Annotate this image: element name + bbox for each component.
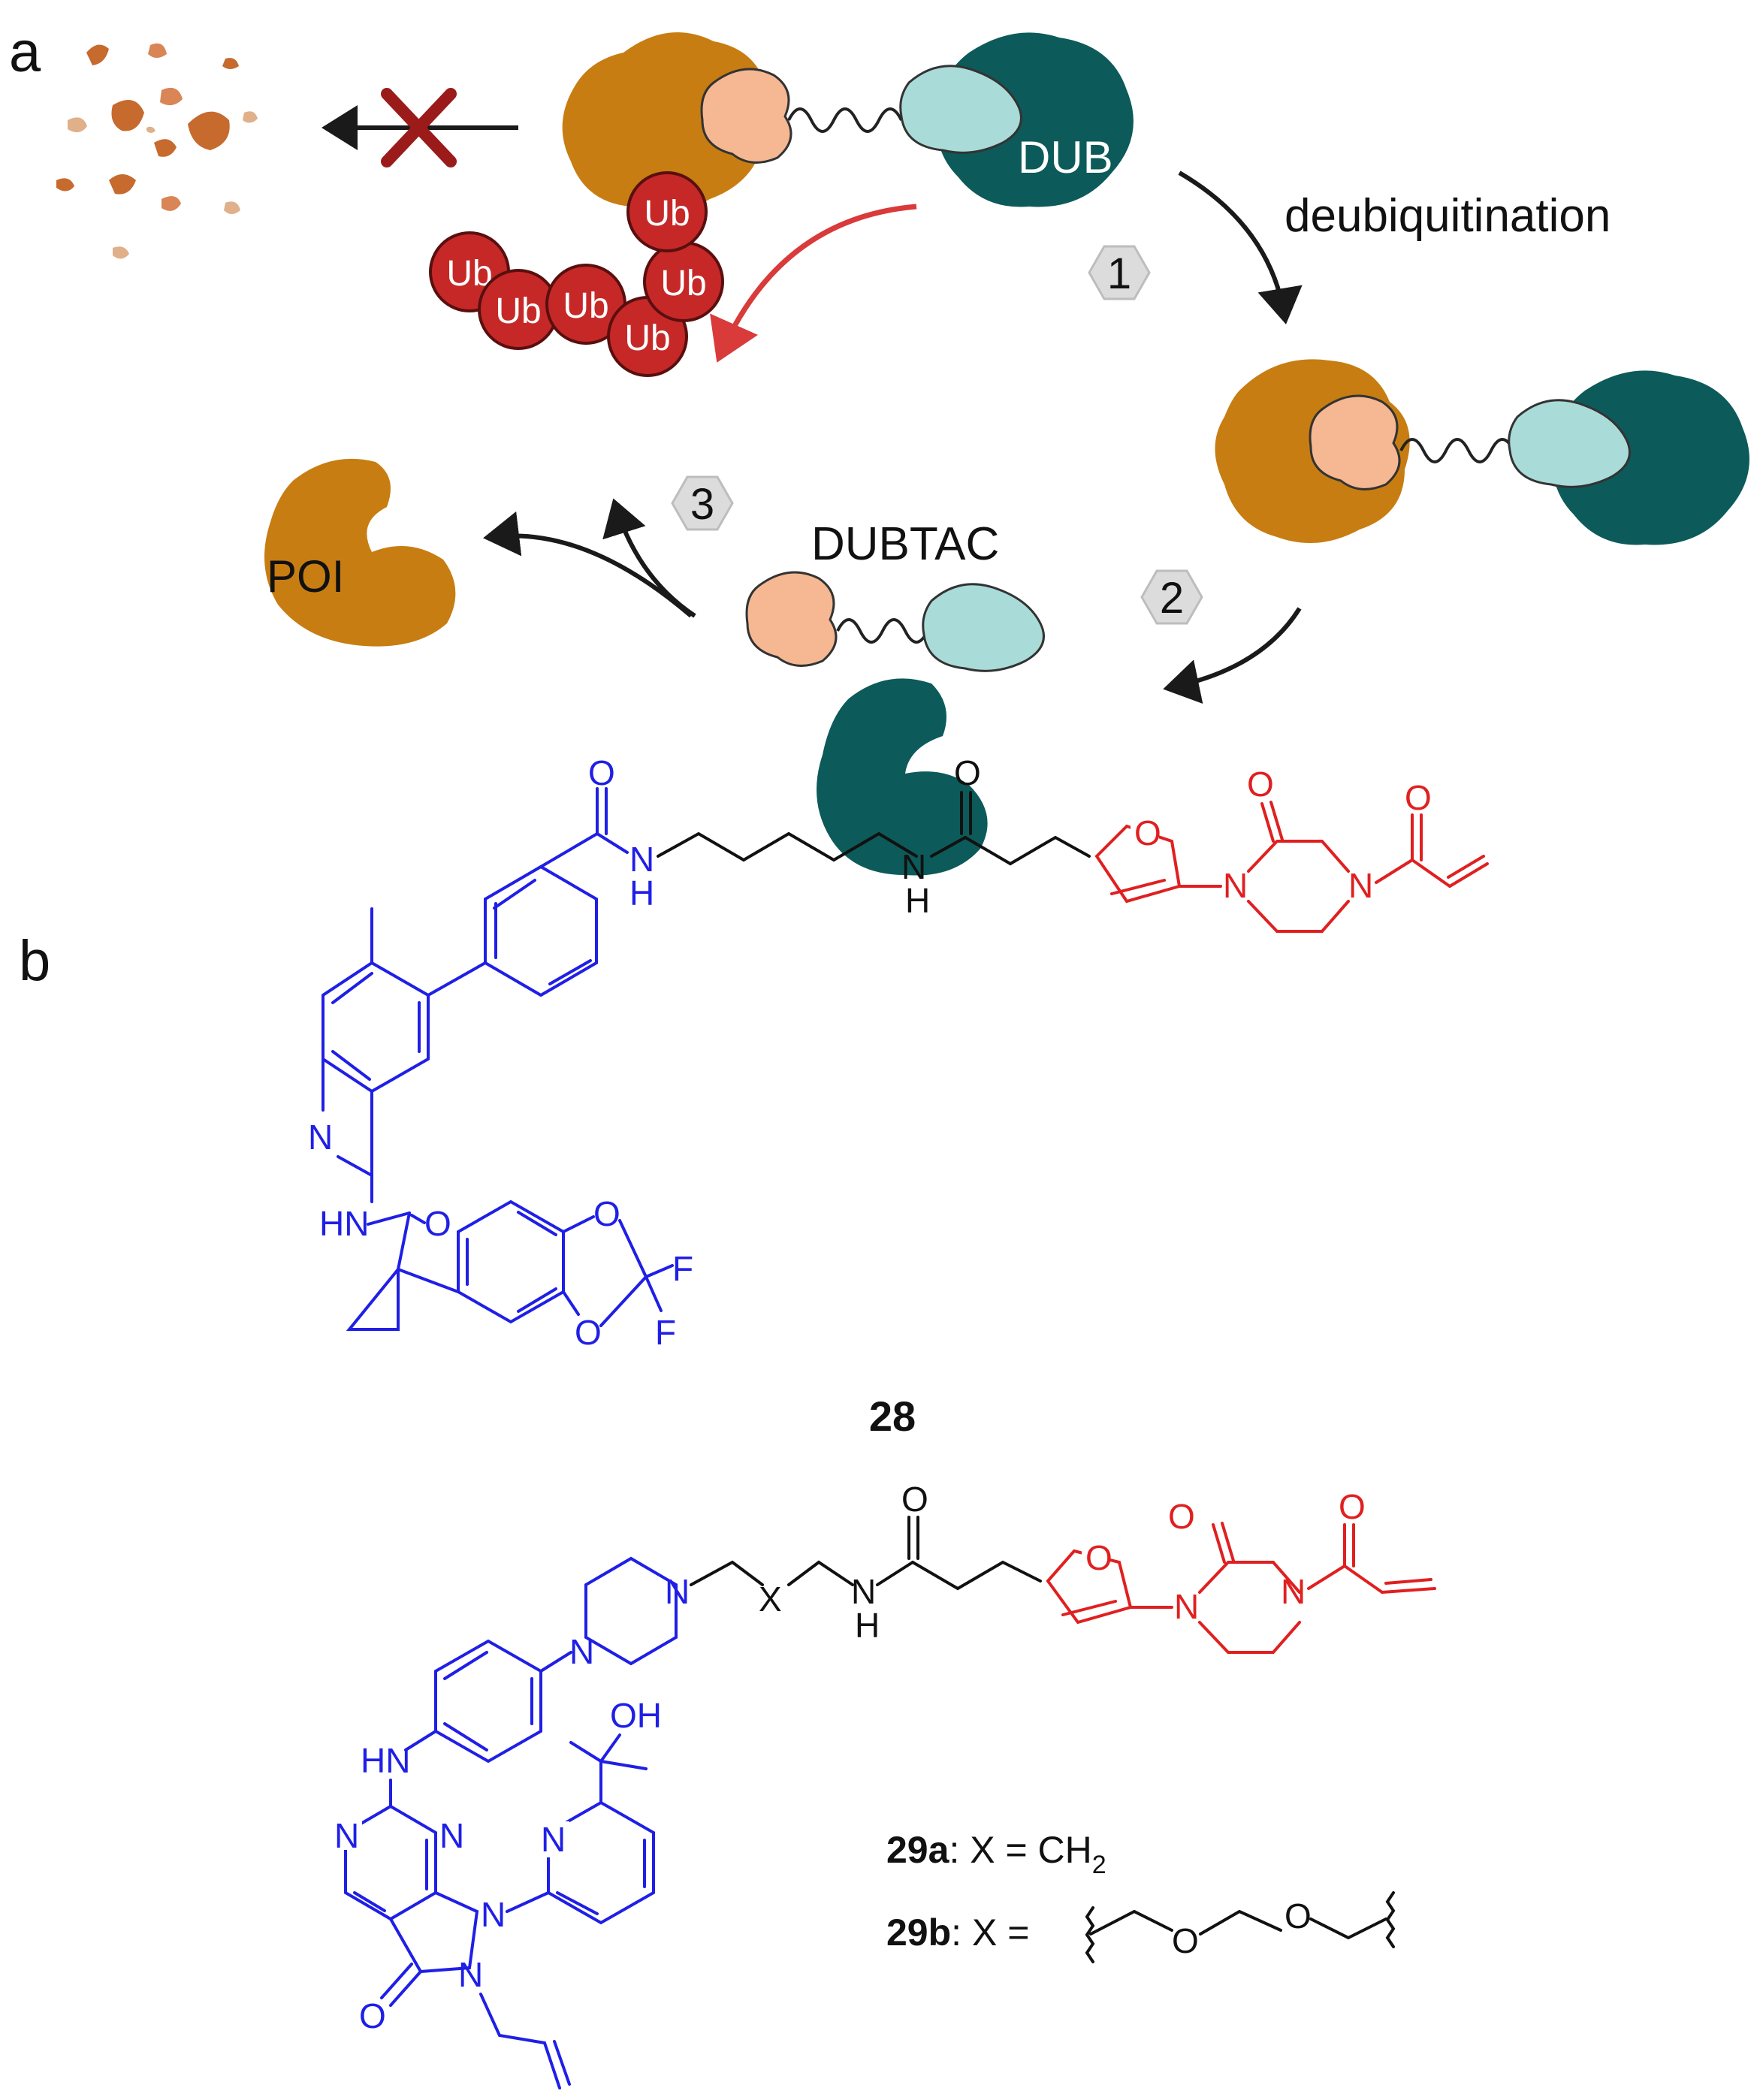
- free-dub-protein: [817, 678, 988, 876]
- ub-bead: Ub: [545, 264, 626, 345]
- svg-text:2: 2: [1160, 574, 1184, 623]
- cycle-arrow-2: [1163, 607, 1302, 705]
- atom-o: O: [1168, 1497, 1195, 1536]
- ub-bead: Ub: [626, 171, 708, 252]
- ternary-complex-top: DUB: [562, 32, 1134, 213]
- dub-ligand: [899, 65, 1022, 154]
- atom-n: N: [1174, 1587, 1199, 1626]
- svg-text:Ub: Ub: [624, 318, 670, 358]
- ub-bead: Ub: [643, 241, 724, 322]
- atom-n: N: [1348, 866, 1373, 905]
- compound-28-label: 28: [869, 1392, 916, 1440]
- cross-icon: [381, 88, 457, 167]
- compound-29a-sub: 2: [1092, 1851, 1106, 1879]
- atom-h: H: [629, 873, 654, 913]
- panel-a-label: a: [9, 20, 41, 84]
- svg-text:Ub: Ub: [644, 194, 690, 234]
- free-poi: POI: [264, 458, 456, 647]
- atom-o: O: [1285, 1896, 1312, 1936]
- ubiquitin-chain: Ub Ub Ub Ub Ub Ub: [429, 171, 724, 377]
- atom-o: O: [424, 1204, 451, 1243]
- svg-text:Ub: Ub: [563, 286, 608, 326]
- ub-bead: Ub: [478, 269, 559, 350]
- atom-n: N: [541, 1820, 566, 1859]
- compound-29b-def: : X =: [951, 1911, 1029, 1954]
- linker: [787, 107, 903, 133]
- atom-o: O: [954, 753, 981, 792]
- poi-ligand: [1309, 394, 1401, 490]
- atom-n: N: [569, 1632, 594, 1671]
- compound-29-structure: N N X N H O O N O N: [332, 1480, 1436, 2089]
- dub-ligand: [1508, 399, 1631, 488]
- compound-28-structure: O N H N H O O N O N: [304, 753, 1489, 1352]
- atom-o: O: [1247, 765, 1274, 804]
- degraded-fragments: [56, 43, 258, 259]
- dubtac-label: DUBTAC: [811, 518, 999, 570]
- atom-n: N: [629, 840, 654, 879]
- atom-h: H: [855, 1606, 880, 1645]
- poi-ligand: [700, 68, 792, 164]
- atom-o: O: [901, 1480, 928, 1519]
- step-3-badge: 3: [671, 475, 734, 531]
- atom-n: N: [334, 1816, 359, 1855]
- atom-x: X: [759, 1580, 782, 1619]
- atom-n: N: [481, 1895, 506, 1934]
- atom-n: N: [665, 1572, 690, 1611]
- poi-protein: [264, 458, 456, 647]
- dub-ligand: [922, 583, 1045, 672]
- atom-o: O: [359, 1996, 386, 2035]
- svg-text:3: 3: [690, 480, 714, 529]
- atom-f: F: [655, 1313, 676, 1352]
- compound-29a-legend: 29a: X = CH2: [886, 1829, 1106, 1879]
- atom-oh: OH: [610, 1696, 662, 1735]
- atom-o: O: [1085, 1538, 1112, 1577]
- svg-text:29b: X =: 29b: X =: [886, 1911, 1029, 1954]
- atom-o: O: [1405, 778, 1432, 817]
- step-2-badge: 2: [1140, 569, 1203, 625]
- atom-hn: HN: [361, 1741, 410, 1780]
- atom-f: F: [672, 1249, 693, 1288]
- panel-a: a: [9, 20, 1749, 876]
- red-arrow: [710, 204, 917, 363]
- peg-linker-structure: O O: [1085, 1891, 1396, 1963]
- svg-text:Ub: Ub: [660, 264, 706, 303]
- svg-text:Ub: Ub: [495, 291, 541, 331]
- dub-label: DUB: [1018, 132, 1113, 183]
- atom-hn: HN: [319, 1204, 369, 1243]
- ternary-complex-right: [1215, 359, 1749, 545]
- compound-29b-legend: 29b: X = O O: [886, 1891, 1396, 1963]
- atom-n: N: [1223, 866, 1248, 905]
- compound-29a-label: 29a: [886, 1829, 950, 1871]
- compound-29b-label: 29b: [886, 1911, 951, 1954]
- atom-n: N: [439, 1816, 464, 1855]
- atom-n: N: [458, 1955, 483, 1994]
- step-1-badge: 1: [1088, 245, 1151, 300]
- atom-o: O: [593, 1194, 620, 1233]
- poi-ligand: [745, 571, 838, 667]
- panel-b-label: b: [19, 929, 50, 993]
- panel-b: b O N H N H O: [19, 753, 1489, 2089]
- poi-label: POI: [267, 551, 344, 602]
- atom-n: N: [901, 847, 926, 886]
- cycle-arrow-3: [483, 498, 696, 618]
- atom-o: O: [588, 753, 615, 792]
- linker: [1399, 438, 1515, 463]
- compound-29a-def: : X = CH: [949, 1829, 1091, 1871]
- atom-o: O: [1339, 1487, 1366, 1526]
- blocked-degradation-arrow: [322, 88, 518, 167]
- atom-o: O: [575, 1313, 602, 1352]
- svg-text:1: 1: [1107, 249, 1131, 298]
- deubiquitination-label: deubiquitination: [1285, 190, 1611, 242]
- atom-o: O: [1172, 1921, 1199, 1960]
- atom-n: N: [851, 1572, 876, 1611]
- atom-h: H: [905, 881, 930, 920]
- cycle-arrow-1: [1178, 170, 1303, 324]
- free-dubtac: DUBTAC: [745, 518, 1045, 672]
- atom-o: O: [1134, 813, 1161, 852]
- linker: [836, 618, 929, 644]
- svg-text:29a: X = CH2: 29a: X = CH2: [886, 1829, 1106, 1879]
- atom-n: N: [1281, 1572, 1306, 1611]
- atom-n: N: [308, 1118, 333, 1157]
